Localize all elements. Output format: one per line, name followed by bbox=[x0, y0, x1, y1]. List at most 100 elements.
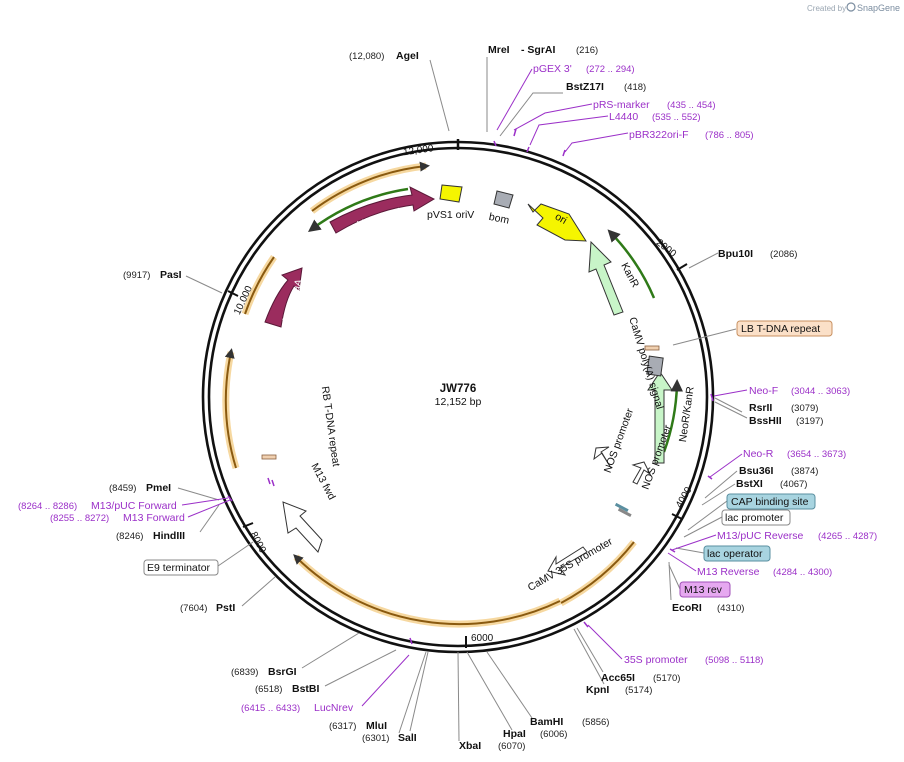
tick-2000 bbox=[676, 263, 688, 271]
m13-rev-label: M13 rev bbox=[684, 584, 723, 596]
snapgene-watermark: Created by SnapGene bbox=[807, 2, 900, 13]
nos-promoter-1-label: NOS promoter bbox=[602, 406, 637, 474]
primer-pos-m13-puc-fwd: (8264 .. 8286) bbox=[18, 501, 77, 512]
enzyme-pos-acc65i: (5170) bbox=[653, 673, 680, 684]
leader-m13-puc-rev bbox=[671, 534, 717, 551]
enzyme-name-mrei: MreI bbox=[488, 44, 510, 56]
cds-arc-upper-left-halo bbox=[241, 254, 277, 316]
lac-promoter-label: lac promoter bbox=[725, 512, 784, 524]
enzyme-name-mlui: MluI bbox=[366, 720, 387, 732]
cds-arc-right bbox=[560, 541, 635, 604]
pvs1-oriv-box bbox=[439, 184, 463, 203]
primer-mark-m13-puc-fwd bbox=[227, 495, 233, 502]
primer-pos-pbr322: (786 .. 805) bbox=[705, 130, 754, 141]
cds-arc-top-green bbox=[307, 187, 409, 232]
enzyme-pos-hpai: (6006) bbox=[540, 729, 567, 740]
enzyme-pos-sali: (6301) bbox=[362, 733, 389, 744]
tick-label-12000: 12,000 bbox=[402, 143, 434, 158]
primer-pos-neo-r: (3654 .. 3673) bbox=[787, 449, 846, 460]
nos-promoter-1-arrow bbox=[593, 446, 612, 469]
primer-name-neo-f: Neo-F bbox=[749, 385, 778, 397]
enzyme-name-bstxi: BstXI bbox=[736, 478, 763, 490]
enzyme-name-sali: SalI bbox=[398, 732, 417, 744]
enzyme-name-sgrai: - SgrAI bbox=[521, 44, 556, 56]
m13-rev-label-box bbox=[679, 581, 731, 598]
primer-mark-lucnrev bbox=[409, 637, 413, 645]
primer-mark-m13-puc-rev bbox=[669, 548, 676, 553]
leader-mlui bbox=[398, 651, 427, 734]
enzyme-pos-ecori: (4310) bbox=[717, 603, 744, 614]
primer-name-m13-puc-rev: M13/pUC Reverse bbox=[717, 530, 804, 542]
leader-m13-puc-fwd bbox=[181, 497, 229, 506]
rb-tdna-label: RB T-DNA repeat bbox=[319, 385, 342, 467]
enzyme-pos-pasi: (9917) bbox=[123, 270, 150, 281]
enzyme-name-pmei: PmeI bbox=[146, 482, 171, 494]
lac-operator-label-box bbox=[703, 545, 771, 562]
pvs1-oriv-label: pVS1 oriV bbox=[427, 209, 474, 221]
leader-psti bbox=[241, 576, 276, 607]
leader-ecori bbox=[668, 561, 672, 601]
leader-pmei bbox=[177, 487, 220, 501]
leader-lb-tdna bbox=[672, 328, 737, 346]
cap-mark bbox=[614, 502, 629, 513]
neor-label: NeoR/KanR bbox=[677, 385, 697, 443]
leader-m13-rev-primer bbox=[667, 552, 697, 572]
leader-sali bbox=[409, 651, 429, 732]
enzyme-name-hindiii: HindIII bbox=[153, 530, 185, 542]
primer-pos-l4440: (535 .. 552) bbox=[652, 112, 701, 123]
leader-pbr322 bbox=[564, 132, 629, 153]
cds-arc-neor-green bbox=[662, 379, 684, 453]
leader-agei bbox=[429, 59, 450, 132]
primer-mark-prs bbox=[513, 128, 517, 137]
primer-mark-m13-fwd-2 bbox=[271, 479, 275, 487]
primer-name-neo-r: Neo-R bbox=[743, 448, 774, 460]
leader-lucnrev bbox=[361, 654, 410, 707]
enzyme-pos-bstz17i: (418) bbox=[624, 82, 646, 93]
leader-hindiii bbox=[199, 504, 220, 533]
primer-name-prs: pRS-marker bbox=[593, 99, 650, 111]
pvs1-repa-arrow bbox=[329, 186, 436, 234]
primer-name-m13-puc-fwd: M13/pUC Forward bbox=[91, 500, 177, 512]
enzyme-pos-sgrai: (216) bbox=[576, 45, 598, 56]
enzyme-name-ecori: EcoRI bbox=[672, 602, 702, 614]
leader-m13-rev bbox=[668, 564, 681, 590]
cds-arc-upper-left bbox=[244, 256, 275, 315]
enzyme-name-pasi: PasI bbox=[160, 269, 182, 281]
enzyme-name-bamhi: BamHI bbox=[530, 716, 563, 728]
primer-marks bbox=[227, 128, 714, 645]
lb-tdna-box bbox=[644, 345, 660, 351]
primer-mark-l4440 bbox=[526, 146, 530, 153]
enzyme-name-bsshii: BssHII bbox=[749, 415, 782, 427]
lac-promoter-label-box bbox=[721, 509, 791, 526]
primer-name-lucnrev: LucNrev bbox=[314, 702, 354, 714]
primer-pos-neo-f: (3044 .. 3063) bbox=[791, 386, 850, 397]
enzyme-pos-bstbi: (6518) bbox=[255, 684, 282, 695]
plasmid-length: 12,152 bp bbox=[435, 396, 482, 408]
cds-arc-bottom bbox=[293, 554, 561, 626]
tick-label-6000: 6000 bbox=[471, 633, 494, 644]
leader-pgex bbox=[496, 68, 533, 131]
primer-pos-m13-puc-rev: (4265 .. 4287) bbox=[818, 531, 877, 542]
primer-pos-m13-fwd: (8255 .. 8272) bbox=[50, 513, 109, 524]
lac-operator-label: lac operator bbox=[707, 548, 763, 560]
cds-arcs bbox=[222, 161, 684, 628]
primer-mark-pbr322 bbox=[562, 149, 566, 157]
feature-shapes bbox=[261, 184, 673, 576]
leader-bsu36i bbox=[704, 470, 738, 499]
primer-mark-neo-r bbox=[707, 475, 713, 480]
primer-pos-35s: (5098 .. 5118) bbox=[705, 655, 763, 666]
primer-name-pgex: pGEX 3' bbox=[533, 63, 572, 75]
kanr-arrow bbox=[588, 240, 624, 316]
primer-name-35s: 35S promoter bbox=[624, 654, 688, 666]
tick-8000 bbox=[242, 522, 254, 528]
bom-box bbox=[493, 190, 514, 209]
lb-tdna-label: LB T-DNA repeat bbox=[741, 323, 820, 335]
primer-leaders bbox=[181, 68, 748, 707]
enzyme-pos-hindiii: (8246) bbox=[116, 531, 143, 542]
enzyme-pos-xbai: (6070) bbox=[498, 741, 525, 752]
feature-labels: pVS1 RepA pVS1 StaA pVS1 oriV bom ori Ka… bbox=[279, 206, 696, 594]
snapgene-logo-icon bbox=[846, 2, 856, 12]
enzyme-name-agei: AgeI bbox=[396, 50, 419, 62]
lb-tdna-label-box bbox=[736, 320, 833, 337]
primer-name-l4440: L4440 bbox=[609, 111, 638, 123]
